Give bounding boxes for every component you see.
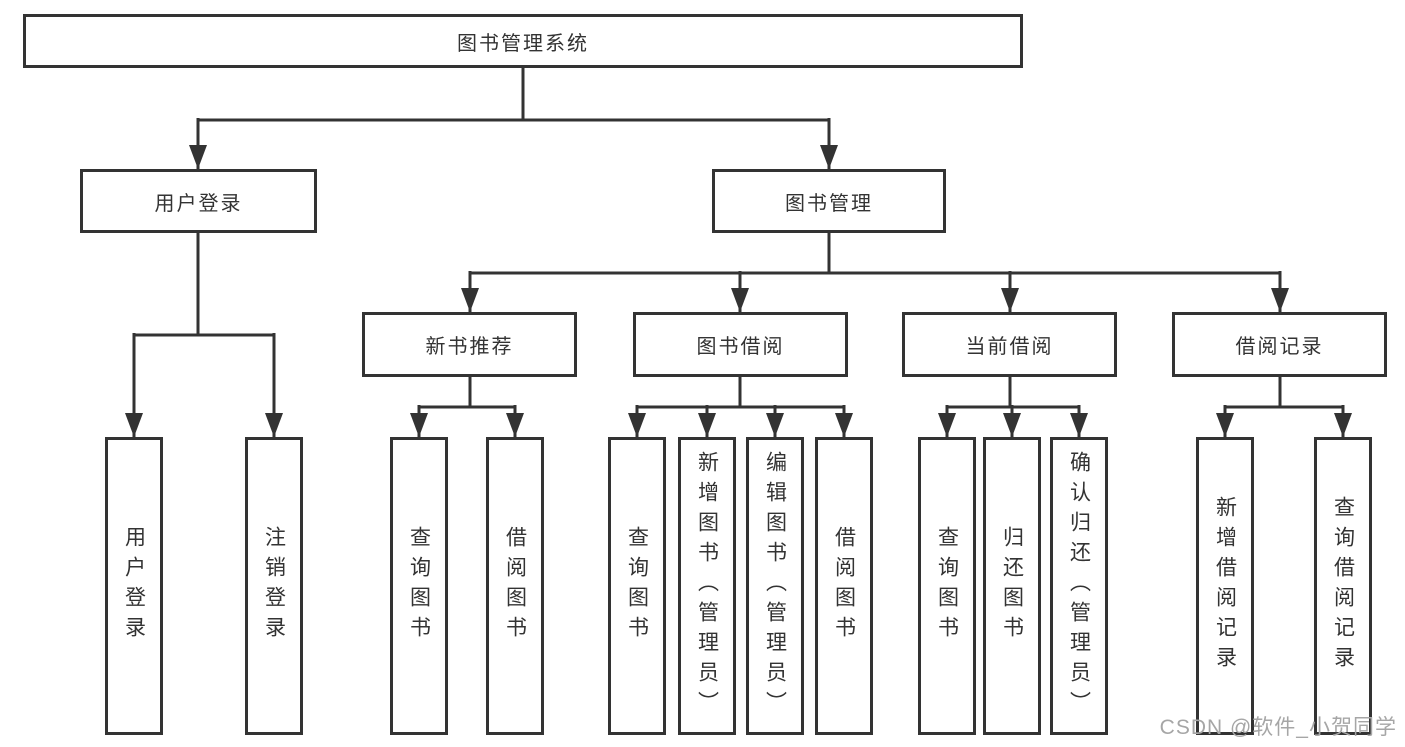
node-book-management: 图书管理 [712, 169, 946, 233]
leaf-borrow-edit-admin-label: 编辑图书（管理员） [763, 451, 787, 721]
leaf-borrow-add-admin-label: 新增图书（管理员） [695, 451, 719, 721]
node-root-label: 图书管理系统 [457, 32, 589, 55]
leaf-borrow-add-admin: 新增图书（管理员） [678, 437, 736, 735]
node-user-login: 用户登录 [80, 169, 317, 233]
leaf-user-login-label: 用户登录 [122, 526, 146, 646]
node-user-login-label: 用户登录 [154, 192, 243, 215]
node-borrow-records-label: 借阅记录 [1235, 336, 1324, 358]
node-current-borrow: 当前借阅 [902, 312, 1117, 377]
watermark: CSDN @软件_小贺同学 [1159, 716, 1397, 739]
leaf-current-query-label: 查询图书 [935, 526, 959, 646]
leaf-newbooks-borrow-label: 借阅图书 [503, 526, 527, 646]
node-current-borrow-label: 当前借阅 [965, 336, 1054, 358]
leaf-newbooks-query: 查询图书 [390, 437, 448, 735]
node-borrow-records: 借阅记录 [1172, 312, 1387, 377]
leaf-current-return: 归还图书 [983, 437, 1041, 735]
node-book-borrow-label: 图书借阅 [696, 336, 785, 358]
leaf-newbooks-query-label: 查询图书 [407, 526, 431, 646]
leaf-borrow-query-label: 查询图书 [625, 526, 649, 646]
leaf-logout-label: 注销登录 [262, 526, 286, 646]
node-book-borrow: 图书借阅 [633, 312, 848, 377]
leaf-user-login: 用户登录 [105, 437, 163, 735]
leaf-current-return-label: 归还图书 [1000, 526, 1024, 646]
leaf-newbooks-borrow: 借阅图书 [486, 437, 544, 735]
leaf-current-confirm-admin: 确认归还（管理员） [1050, 437, 1108, 735]
leaf-records-query-label: 查询借阅记录 [1331, 496, 1355, 676]
leaf-logout: 注销登录 [245, 437, 303, 735]
leaf-records-add: 新增借阅记录 [1196, 437, 1254, 735]
leaf-borrow-edit-admin: 编辑图书（管理员） [746, 437, 804, 735]
node-new-book-recommend: 新书推荐 [362, 312, 577, 377]
leaf-current-confirm-admin-label: 确认归还（管理员） [1067, 451, 1091, 721]
leaf-records-query: 查询借阅记录 [1314, 437, 1372, 735]
leaf-borrow-borrow: 借阅图书 [815, 437, 873, 735]
node-new-book-recommend-label: 新书推荐 [425, 336, 514, 358]
leaf-records-add-label: 新增借阅记录 [1213, 496, 1237, 676]
node-book-management-label: 图书管理 [785, 192, 873, 215]
leaf-borrow-borrow-label: 借阅图书 [832, 526, 856, 646]
leaf-current-query: 查询图书 [918, 437, 976, 735]
leaf-borrow-query: 查询图书 [608, 437, 666, 735]
node-root: 图书管理系统 [23, 14, 1023, 68]
